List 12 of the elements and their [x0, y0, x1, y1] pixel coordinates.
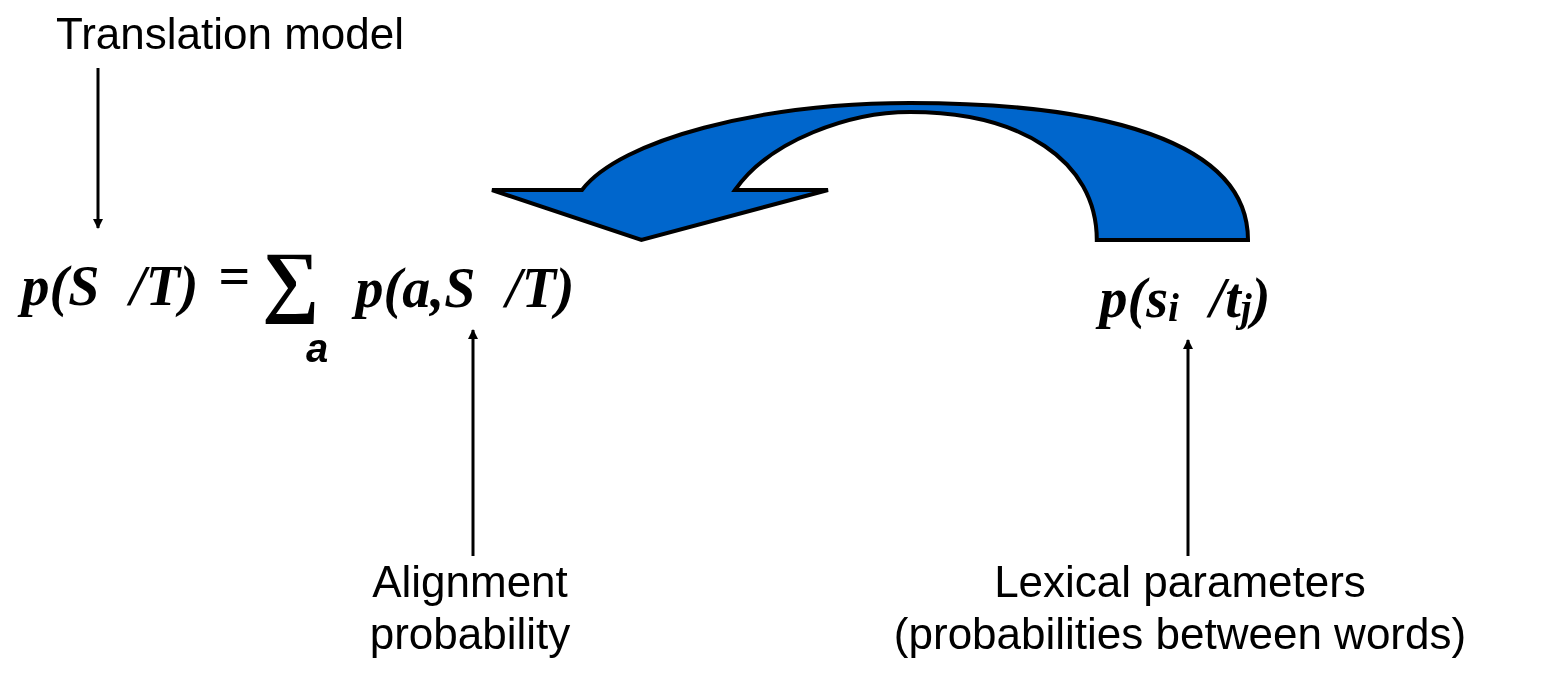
formula-text: p(s$_{i}$ /t$_{j}$) — [1080, 240, 1290, 340]
arrow — [93, 68, 103, 229]
index-text: a — [306, 328, 329, 368]
formula-text: p(a,S /T) — [325, 240, 605, 330]
arrow — [1183, 339, 1193, 556]
caption-text: Lexical parameters (probabilities between words) — [820, 556, 1540, 668]
caption-text: Translation model — [10, 8, 450, 68]
curved-block-arrow — [490, 101, 1250, 242]
caption-text: Alignment probability — [330, 556, 610, 668]
formula-text: p(S /T) — [10, 228, 210, 328]
equals-sign: = — [218, 248, 250, 304]
arrow — [468, 329, 478, 556]
